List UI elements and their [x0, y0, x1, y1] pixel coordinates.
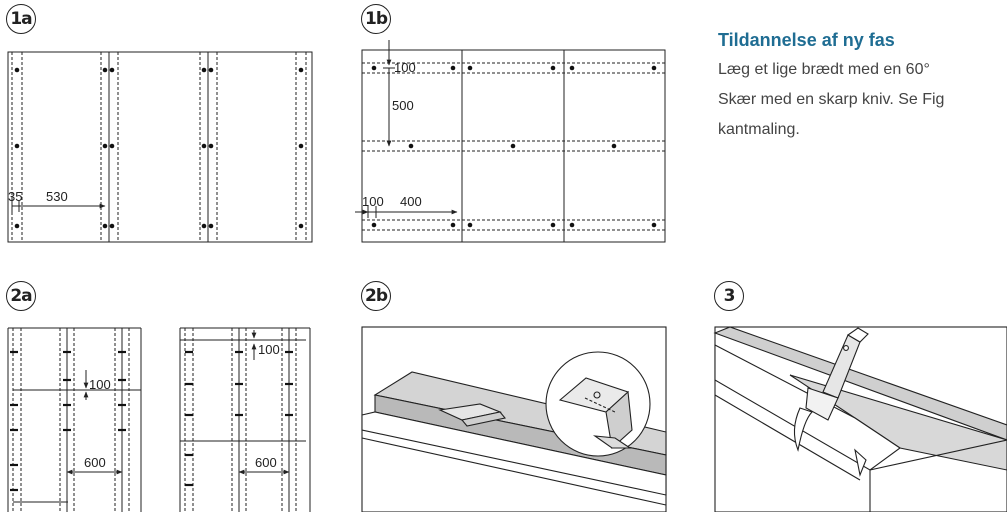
figure-label-1b: 1b: [361, 4, 391, 34]
fig-1b-dim-100-left: 100: [362, 194, 384, 209]
fig-2b-illustration: [361, 326, 667, 512]
fig-2a-dim-100-right: 100: [258, 342, 280, 357]
fig-1b-screws: [371, 65, 657, 228]
instruction-line: kantmaling.: [718, 121, 800, 138]
fig-1a-dim-35: 35: [8, 189, 22, 204]
fig-2a-screws: [10, 350, 293, 492]
fig-1b-dim-400: 400: [400, 194, 422, 209]
fig-1a-diagram: [7, 51, 313, 243]
fig-2a-dim-600-left: 600: [84, 455, 106, 470]
fig-1b-dim-500: 500: [392, 98, 414, 113]
fig-1b-dim-100: 100: [394, 60, 416, 75]
instruction-line: Læg et lige brædt med en 60°: [718, 61, 930, 78]
fig-1b-diagram: [355, 40, 666, 243]
figure-label-2a: 2a: [6, 281, 36, 311]
fig-2a-dim-600-right: 600: [255, 455, 277, 470]
figure-label-2b: 2b: [361, 281, 391, 311]
instruction-text-block: Tildannelse af ny fas Læg et lige brædt …: [718, 30, 1007, 145]
fig-2a-dim-100-left: 100: [89, 377, 111, 392]
section-heading: Tildannelse af ny fas: [718, 30, 895, 50]
instruction-line: Skær med en skarp kniv. Se Fig: [718, 91, 945, 108]
fig-1a-dim-530: 530: [46, 189, 68, 204]
fig-3-illustration: [713, 326, 1007, 512]
figure-label-3: 3: [714, 281, 744, 311]
figure-label-1a: 1a: [6, 4, 36, 34]
fig-2a-diagram: [7, 327, 311, 512]
fig-1a-screws: [14, 67, 304, 229]
